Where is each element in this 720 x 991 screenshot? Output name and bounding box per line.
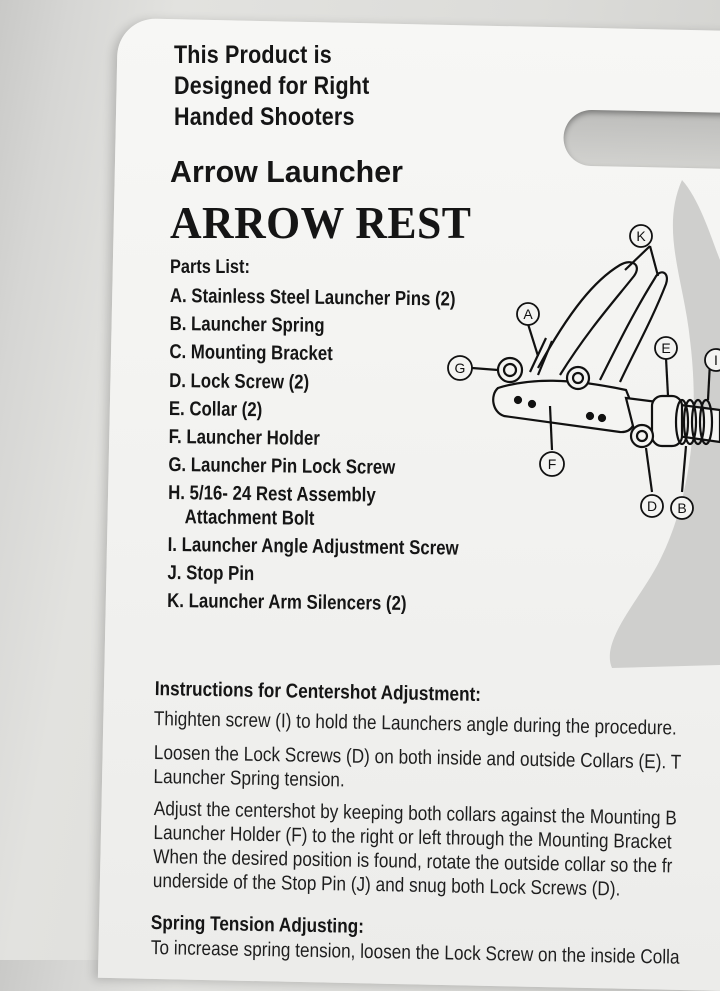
- list-item: G. Launcher Pin Lock Screw: [168, 454, 396, 480]
- spring-tension-heading: Spring Tension Adjusting:: [150, 912, 365, 938]
- callout-b: [670, 496, 694, 520]
- callout-label: G: [455, 360, 466, 376]
- callout-k: [629, 224, 653, 248]
- list-item: I. Launcher Angle Adjustment Screw: [167, 533, 459, 560]
- hang-hole: [563, 109, 720, 170]
- launcher-holder: [492, 379, 637, 434]
- callout-d: [640, 494, 664, 518]
- pin-screw: [496, 356, 524, 384]
- list-item: D. Lock Screw (2): [169, 369, 310, 394]
- callout-e: [654, 336, 678, 360]
- launcher-arm: [599, 271, 668, 383]
- handedness-note: This Product is Designed for Right Hande…: [174, 40, 369, 133]
- pin-screw: [565, 365, 591, 391]
- list-item-continuation: Attachment Bolt: [184, 505, 315, 530]
- callout-label: F: [548, 456, 557, 472]
- callout-i: [704, 348, 720, 372]
- lock-screw: [629, 423, 655, 449]
- callout-label: I: [714, 352, 718, 368]
- brand-name: Arrow Launcher: [170, 154, 403, 189]
- parts-list: A. Stainless Steel Launcher Pins (2) B. …: [167, 282, 461, 619]
- list-item: A. Stainless Steel Launcher Pins (2): [169, 284, 456, 311]
- list-item: K. Launcher Arm Silencers (2): [167, 590, 407, 616]
- callout-label: E: [661, 340, 670, 356]
- list-item: J. Stop Pin: [167, 562, 255, 586]
- callout-label: K: [636, 228, 646, 244]
- note-line: Designed for Right: [174, 72, 370, 100]
- callout-label: D: [647, 498, 657, 514]
- callout-label: A: [523, 306, 533, 322]
- list-item: H. 5/16- 24 Rest Assembly Attachment Bol…: [168, 479, 459, 534]
- callout-g: [447, 355, 473, 381]
- launcher-spring: [674, 398, 714, 446]
- parts-diagram: K A G E I F D B: [447, 224, 720, 520]
- list-item: F. Launcher Holder: [168, 426, 320, 450]
- note-line: This Product is: [174, 41, 332, 69]
- list-item: C. Mounting Bracket: [169, 341, 333, 366]
- list-item: B. Launcher Spring: [169, 313, 325, 338]
- callout-label: B: [677, 500, 686, 516]
- product-title: ARROW REST: [170, 197, 472, 248]
- instruction-paragraph: Adjust the centershot by keeping both co…: [153, 797, 677, 903]
- list-item: E. Collar (2): [168, 397, 263, 421]
- callout-f: [539, 451, 565, 477]
- parts-list-title: Parts List:: [170, 257, 250, 278]
- callout-a: [516, 302, 540, 326]
- launcher-arm: [537, 261, 638, 376]
- instruction-paragraph: Loosen the Lock Screws (D) on both insid…: [153, 741, 681, 799]
- note-line: Handed Shooters: [174, 103, 355, 131]
